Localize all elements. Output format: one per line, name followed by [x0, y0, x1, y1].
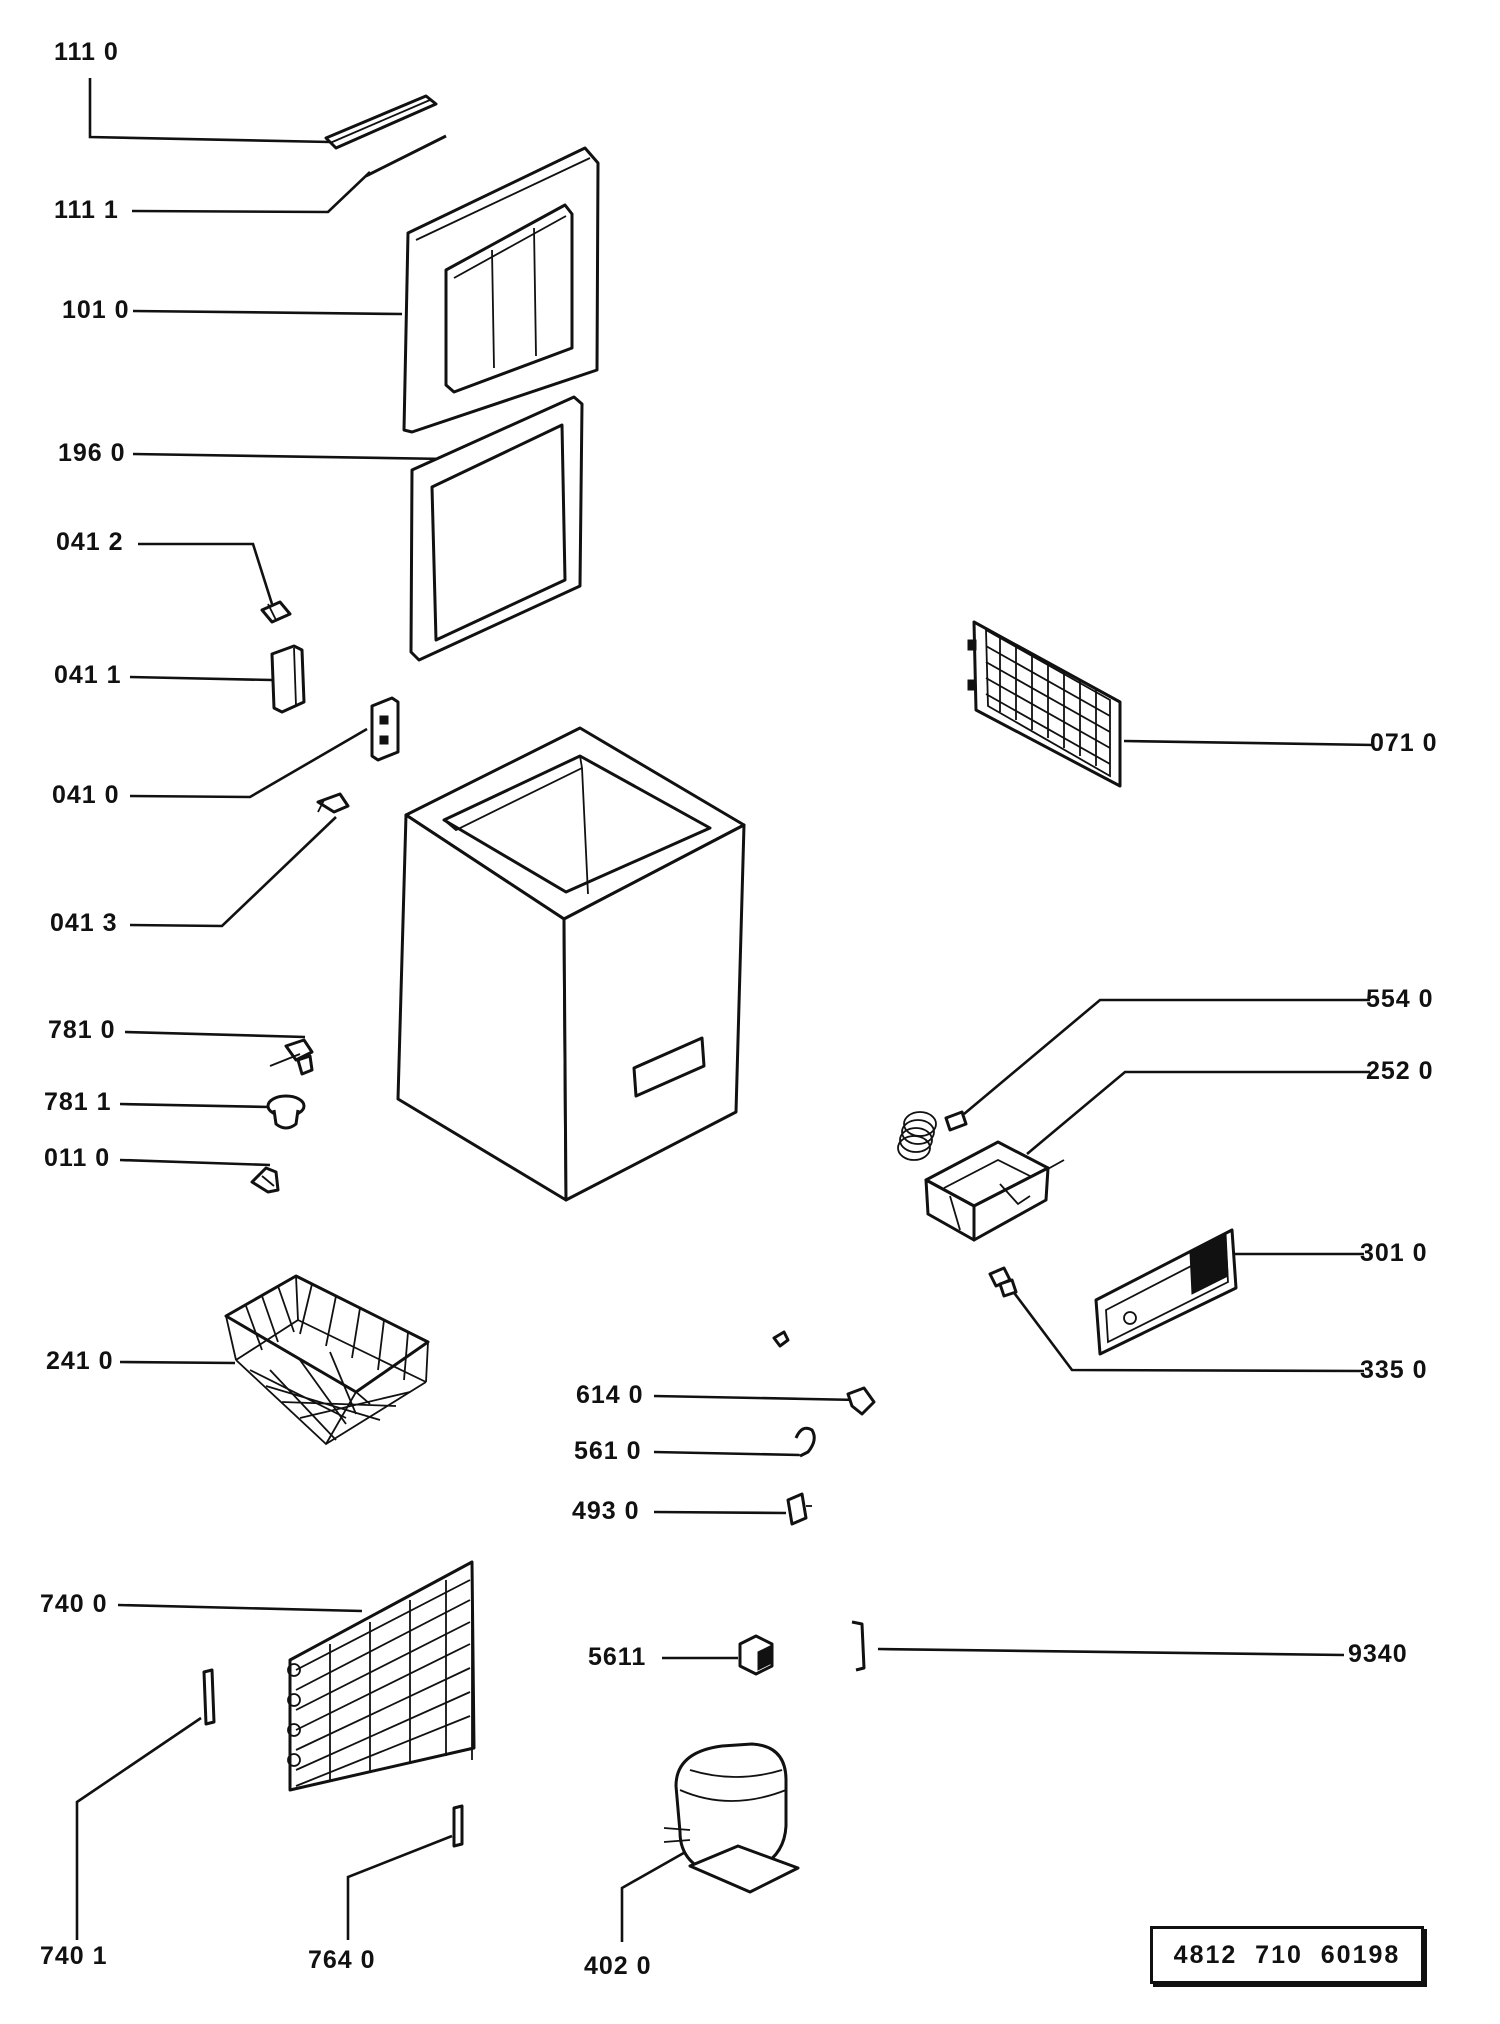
label-part-0412: 041 2: [56, 528, 124, 556]
leader-5610: [653, 1450, 801, 1457]
leader-0411: [129, 675, 273, 682]
label-part-1010: 101 0: [62, 296, 130, 324]
label-part-2520: 252 0: [1366, 1057, 1434, 1085]
label-part-2410: 241 0: [46, 1347, 114, 1375]
leader-1960: [132, 452, 449, 461]
document-number-box: 4812 710 60198: [1150, 1926, 1424, 1984]
label-part-1960: 196 0: [58, 439, 126, 467]
label-part-9340: 9340: [1348, 1640, 1408, 1668]
leader-7810: [124, 1030, 306, 1039]
leader-7401: [75, 1716, 202, 1940]
leader-7811: [119, 1102, 271, 1109]
small-screw: [772, 1330, 790, 1348]
part-1960-gasket: [409, 395, 584, 662]
label-part-0410: 041 0: [52, 781, 120, 809]
label-part-7400: 740 0: [40, 1590, 108, 1618]
leader-2520: [1026, 1070, 1370, 1155]
part-2410-wire-basket: [224, 1274, 430, 1446]
part-7640-bracket: [452, 1804, 464, 1848]
leader-9340: [877, 1647, 1345, 1657]
part-7811-foot-cap: [266, 1094, 306, 1130]
leader-7640: [346, 1834, 453, 1940]
label-part-7640: 764 0: [308, 1946, 376, 1974]
part-1111-rod: [365, 134, 447, 178]
leader-2410: [119, 1360, 236, 1365]
document-number: 4812 710 60198: [1173, 1940, 1401, 1969]
part-3350-knob: [988, 1266, 1018, 1298]
part-0710-grille: [967, 620, 1122, 788]
leader-0413: [129, 816, 337, 928]
label-part-4930: 493 0: [572, 1497, 640, 1525]
part-7810-foot-screw: [269, 1038, 314, 1076]
label-part-5540: 554 0: [1366, 985, 1434, 1013]
part-7401-clip: [202, 1668, 216, 1726]
part-5540-spring: [897, 1110, 968, 1161]
part-1110-handle-strip: [324, 94, 438, 150]
freezer-cabinet: [396, 726, 746, 1202]
label-part-0411: 041 1: [54, 661, 122, 689]
part-4930-relay: [786, 1492, 812, 1526]
leader-7400: [117, 1603, 363, 1613]
label-part-7401: 740 1: [40, 1942, 108, 1970]
label-part-4020: 402 0: [584, 1952, 652, 1980]
label-part-6140: 614 0: [576, 1381, 644, 1409]
label-part-0710: 071 0: [1370, 729, 1438, 757]
leader-lines: [75, 78, 1375, 1942]
leader-0110: [119, 1158, 271, 1167]
part-0110-clip: [250, 1166, 280, 1194]
label-part-7810: 781 0: [48, 1016, 116, 1044]
leader-1110: [88, 78, 331, 144]
leader-3350: [1010, 1289, 1365, 1373]
label-part-5611: 5611: [588, 1643, 647, 1671]
part-0412-hinge-pin: [260, 600, 292, 624]
leader-4930: [653, 1510, 787, 1515]
leader-6140: [653, 1394, 860, 1402]
label-part-7811: 781 1: [44, 1088, 112, 1116]
leader-5540: [963, 998, 1370, 1115]
leader-0410: [129, 727, 368, 799]
part-0410-hinge-bracket: [370, 696, 400, 762]
leader-0412: [138, 542, 274, 605]
part-9340-bracket: [851, 1620, 866, 1672]
label-part-5610: 561 0: [574, 1437, 642, 1465]
leader-0710: [1123, 739, 1375, 747]
part-0413-pin: [316, 792, 350, 814]
leader-1111: [131, 171, 371, 214]
part-5611-starter: [738, 1634, 774, 1676]
label-part-3010: 301 0: [1360, 1239, 1428, 1267]
part-4020-compressor: [663, 1742, 800, 1894]
leader-4020: [620, 1844, 697, 1942]
label-part-3350: 335 0: [1360, 1356, 1428, 1384]
part-6140-clamp: [846, 1386, 876, 1416]
label-part-1111: 111 1: [54, 196, 119, 224]
part-7400-condenser: [287, 1560, 476, 1792]
part-3010-control-panel: [1094, 1228, 1238, 1356]
part-1010-lid: [402, 146, 600, 434]
part-2520-thermostat-housing: [924, 1140, 1065, 1242]
label-part-0110: 011 0: [44, 1144, 111, 1172]
part-0411-hinge: [270, 644, 306, 714]
label-part-0413: 041 3: [50, 909, 118, 937]
leader-1010: [132, 309, 403, 316]
part-5610-cable-clip: [794, 1426, 816, 1458]
label-part-1110: 111 0: [54, 38, 119, 66]
